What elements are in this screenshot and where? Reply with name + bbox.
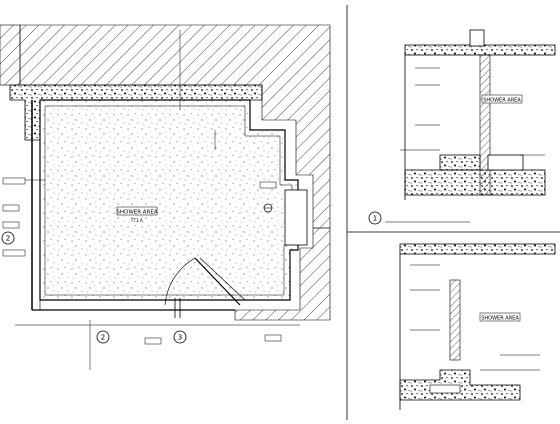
ceiling-fixture <box>469 29 485 47</box>
section-top: SHOWER AREA 1 <box>368 29 556 225</box>
door-leaf <box>194 257 241 306</box>
partition-wall <box>449 279 461 361</box>
section-marker-label: 2 <box>101 334 105 342</box>
floor-plan: SHOWER AREA FT1 A 2 2 3 <box>0 24 331 370</box>
slab-top <box>399 243 556 255</box>
step-block <box>487 154 524 171</box>
room-label-box <box>479 312 521 322</box>
wall-hatch-left <box>0 24 21 86</box>
room-label: SHOWER AREA <box>483 98 521 104</box>
tag-box <box>2 221 20 229</box>
room-sublabel: FT1 A <box>131 218 142 223</box>
door-swing <box>164 257 196 306</box>
room-label: SHOWER AREA <box>116 210 157 216</box>
curb-block <box>439 154 481 171</box>
niche <box>284 189 308 246</box>
curb-top <box>9 84 263 141</box>
section-marker <box>1 231 15 245</box>
room-label-box <box>116 206 158 216</box>
door-leaf-inner <box>199 257 246 301</box>
room-inner-outline <box>44 105 293 296</box>
slab-top <box>404 44 556 56</box>
room-label: SHOWER AREA <box>481 316 519 322</box>
room-label-box <box>481 94 523 104</box>
tag-box <box>264 334 282 342</box>
door-handle <box>174 298 181 318</box>
floor-slab <box>404 169 546 196</box>
curb-block <box>429 384 461 394</box>
section-marker-label: 2 <box>6 235 10 243</box>
section-bottom: SHOWER AREA <box>399 243 556 410</box>
detail-marker <box>368 211 382 225</box>
section-marker <box>96 330 110 344</box>
section-marker <box>173 330 187 344</box>
tag-box <box>2 249 26 257</box>
tag-box <box>144 337 162 345</box>
room-floor <box>39 99 299 301</box>
tag-box <box>2 204 20 212</box>
section-marker-label: 3 <box>178 334 182 342</box>
tag-box <box>2 177 26 185</box>
detail-marker-label: 1 <box>373 215 377 223</box>
tag-box <box>259 181 277 189</box>
